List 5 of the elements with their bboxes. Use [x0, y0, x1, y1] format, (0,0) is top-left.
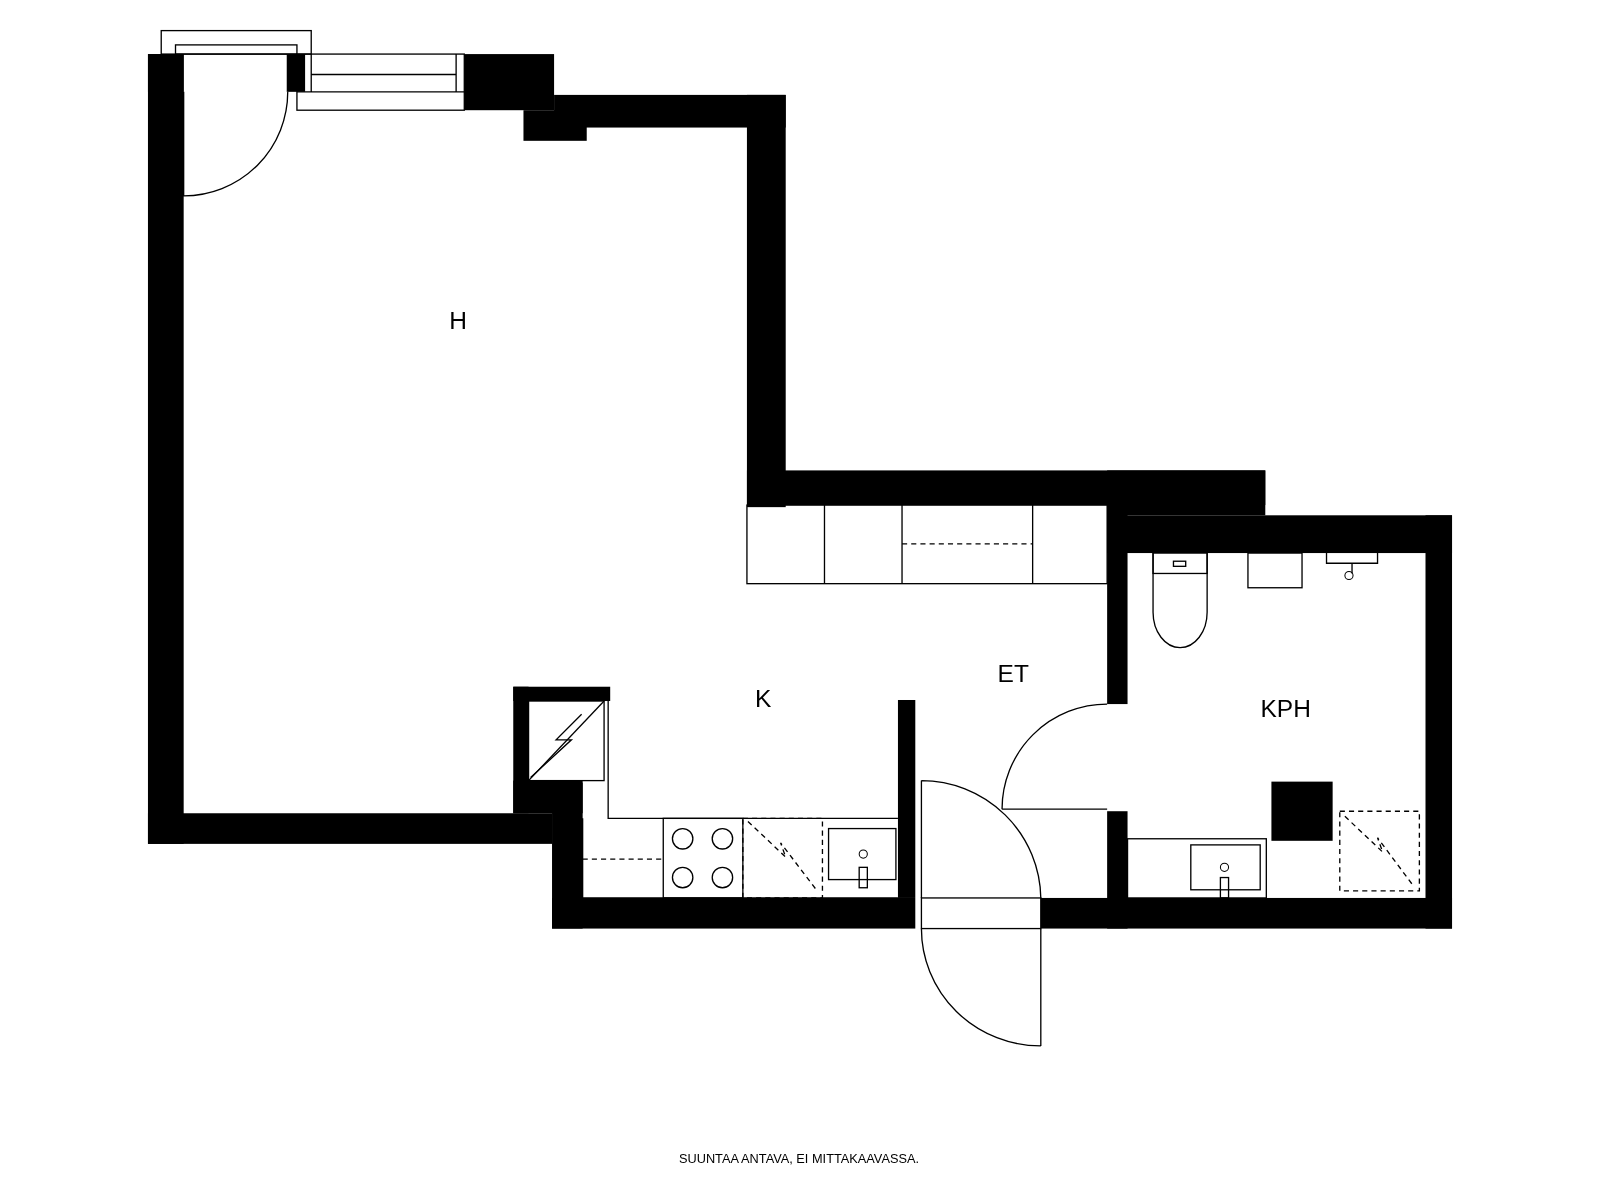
- room-label: KPH: [1260, 696, 1311, 722]
- room-label: H: [449, 308, 467, 333]
- disclaimer-note: SUUNTAA ANTAVA, EI MITTAKAAVASSA.: [678, 1152, 919, 1166]
- room-label: ET: [997, 661, 1029, 686]
- room-label: K: [755, 686, 772, 712]
